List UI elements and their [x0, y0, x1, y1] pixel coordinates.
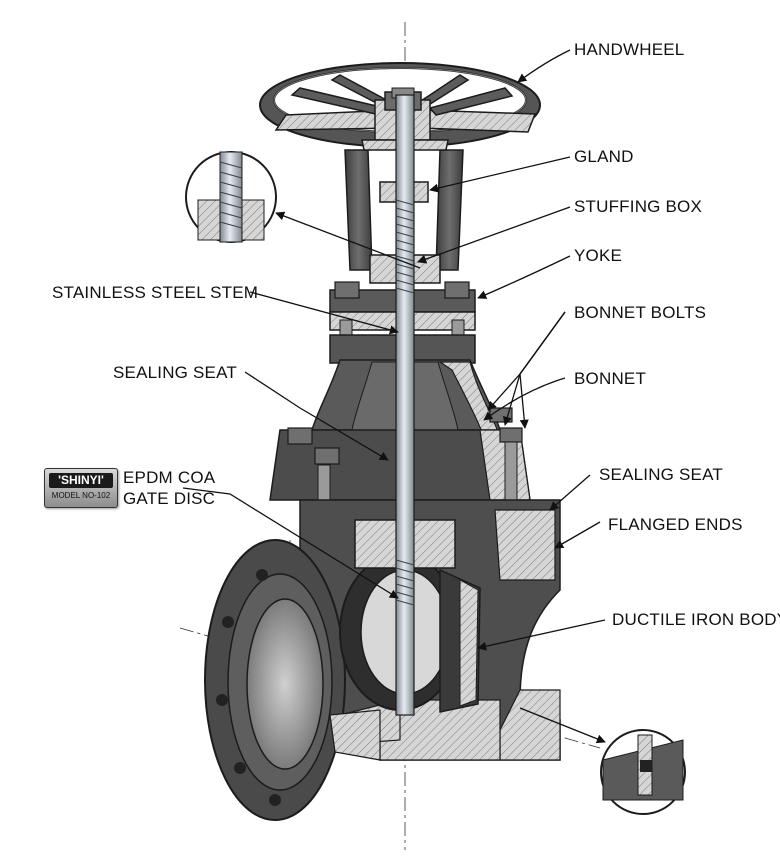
brand-badge: 'SHINYI' MODEL NO-102 — [44, 468, 118, 508]
label-sealing-seat-left: SEALING SEAT — [113, 363, 237, 382]
label-handwheel: HANDWHEEL — [574, 40, 685, 59]
badge-model-text: MODEL NO-102 — [51, 491, 111, 500]
detail-zoom-stem-threads — [185, 151, 277, 243]
label-gate-disc: GATE DISC — [123, 489, 216, 508]
badge-brand-text: 'SHINYI' — [49, 473, 113, 488]
label-yoke: YOKE — [574, 246, 623, 265]
label-ductile-iron-body: DUCTILE IRON BODY — [612, 610, 780, 629]
stem-shape — [395, 94, 415, 716]
label-stainless-steel-stem: STAINLESS STEEL STEM — [52, 283, 259, 302]
left-flange-shape — [204, 539, 381, 821]
detail-zoom-seal — [600, 729, 686, 815]
label-bonnet-bolts: BONNET BOLTS — [574, 303, 707, 322]
label-stuffing-box: STUFFING BOX — [574, 197, 703, 216]
label-flanged-ends: FLANGED ENDS — [608, 515, 743, 534]
label-sealing-seat-right: SEALING SEAT — [599, 465, 723, 484]
label-bonnet: BONNET — [574, 369, 647, 388]
leader-lines — [182, 49, 606, 744]
label-epdm-coa: EPDM COA — [123, 468, 216, 487]
label-gland: GLAND — [574, 147, 634, 166]
